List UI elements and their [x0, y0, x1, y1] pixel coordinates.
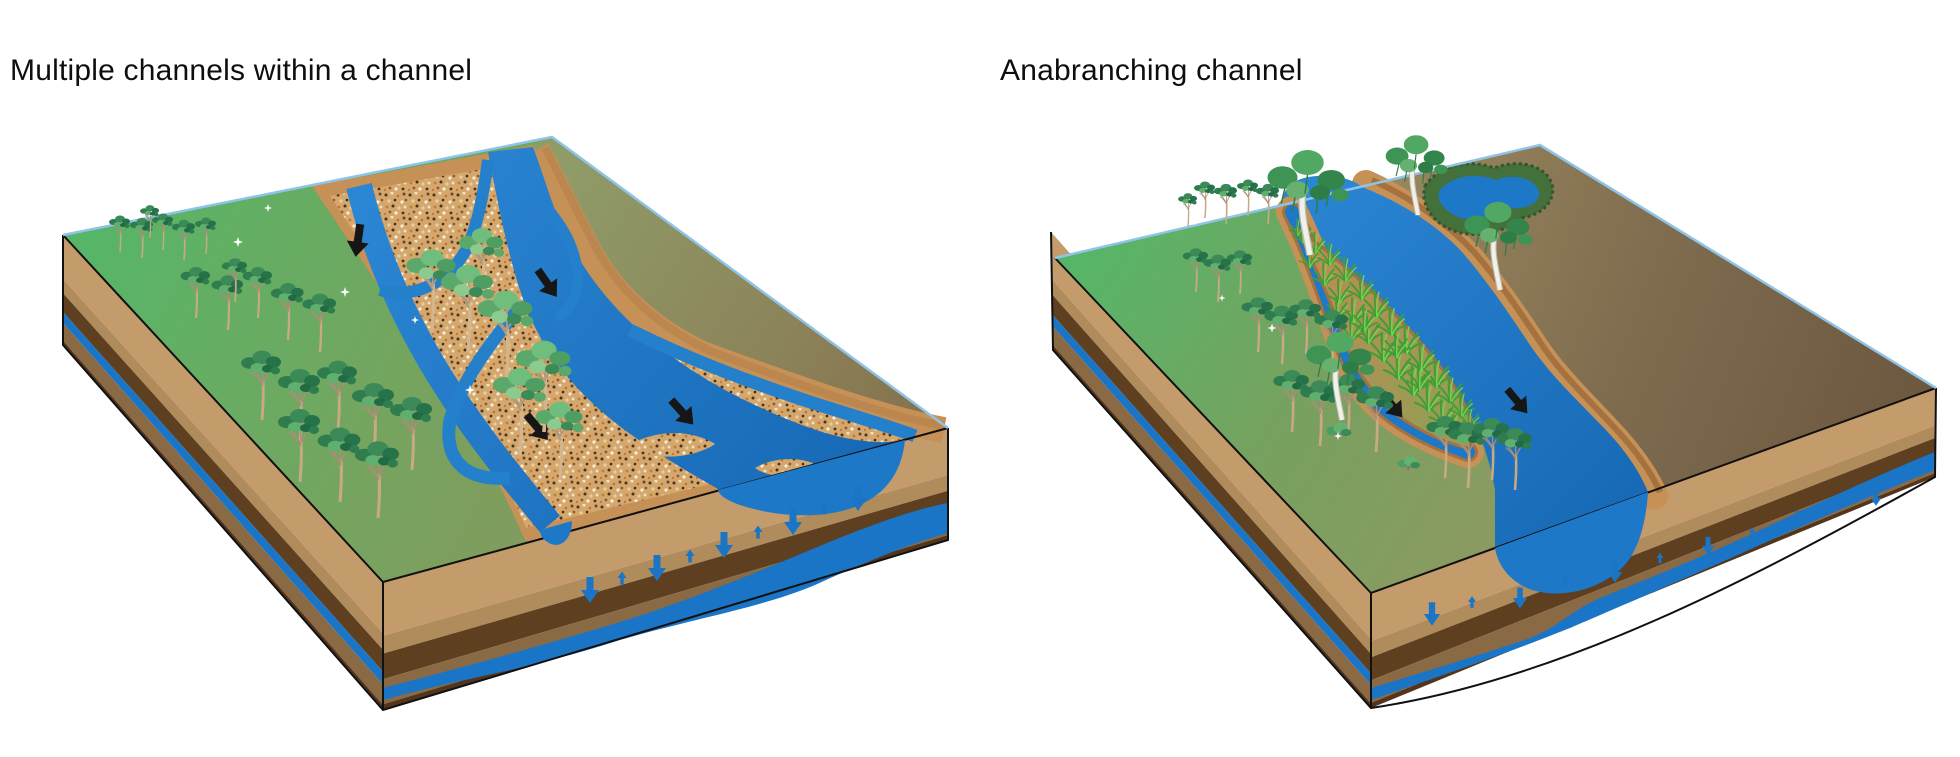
top-edge-highlight [62, 135, 949, 430]
anabranch-main-channel [1283, 187, 1648, 548]
left-face-strata-band [1051, 279, 1371, 654]
top-edge-highlight [1054, 143, 1937, 390]
front-face-strata-band [383, 490, 948, 680]
gravel-bar-island [625, 433, 715, 457]
braided-channel-left [346, 182, 560, 533]
right-floodplain [533, 137, 948, 428]
overbank-water-drape [540, 521, 572, 545]
left-face-strata-band [63, 235, 383, 634]
left-face-strata-band [63, 293, 383, 672]
billabong-water [1438, 175, 1540, 220]
braid-strand [442, 300, 527, 485]
panel-title-left: Multiple channels within a channel [10, 54, 473, 87]
eucalypt-tree [1177, 192, 1198, 227]
panel-anabranching-channel [1050, 135, 1937, 710]
left-face-strata-band [1052, 294, 1371, 674]
left-face-strata-band [1052, 314, 1371, 685]
panel-title-right: Anabranching channel [1000, 54, 1303, 87]
front-face-strata-band [1371, 425, 1936, 658]
channel-crosssection-bulb [1495, 492, 1648, 594]
panel-braided-channel [62, 135, 949, 712]
front-face-strata-band [1371, 437, 1936, 681]
left-face-strata-band [63, 312, 383, 685]
left-face-strata-band [63, 323, 383, 705]
braided-channel-main [488, 147, 905, 490]
water-table-lens [383, 503, 948, 700]
braid-strand [627, 324, 918, 443]
water-table-lens [1371, 452, 1935, 700]
front-face-strata-band [383, 475, 948, 654]
levee-bank-shade [541, 146, 945, 430]
left-face-strata-band [1052, 326, 1371, 704]
surface-edge-outline [1050, 231, 1937, 710]
braid-strand [378, 159, 494, 299]
eucalypt-tree [1193, 180, 1216, 219]
main-levee-bank [1352, 170, 1668, 510]
braid-strand [541, 201, 584, 323]
left-face-strata-band [63, 279, 383, 650]
